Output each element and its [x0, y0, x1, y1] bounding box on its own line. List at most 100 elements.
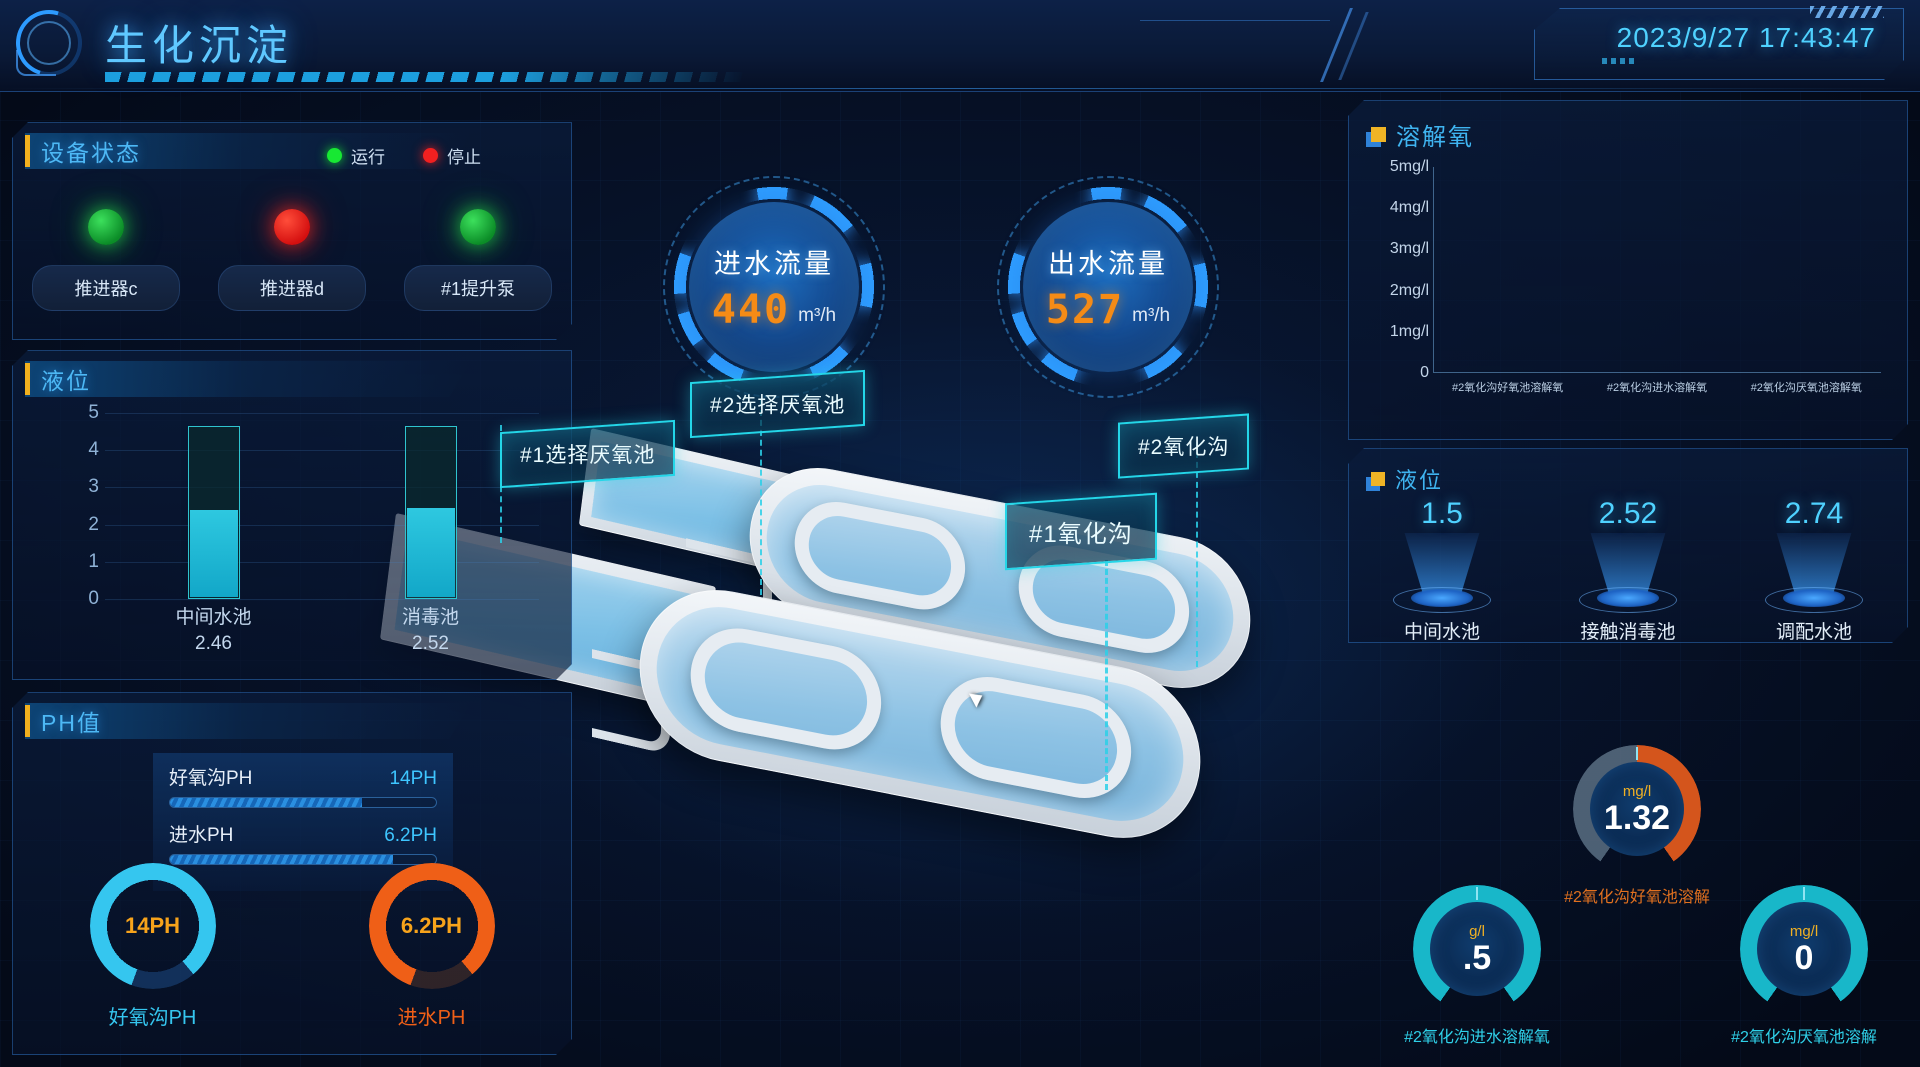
level-label-1: 消毒池 2.52	[401, 607, 459, 654]
do-x-label-1: #2氧化沟进水溶解氧	[1606, 382, 1708, 394]
do-gauge-value: 1.32	[1603, 799, 1671, 837]
page-title: 生化沉淀	[105, 22, 294, 69]
ph-item-name: 进水PH	[169, 825, 234, 846]
device-item-0[interactable]: 推进器c	[21, 209, 191, 311]
callout-anaerobic-2[interactable]: #2选择厌氧池	[690, 369, 866, 439]
gauge-value: 440	[711, 286, 791, 333]
stopped-dot-icon	[423, 148, 438, 163]
ph-progress-track	[169, 854, 437, 865]
legend-item-running: 运行	[327, 143, 385, 168]
callout-ditch-2[interactable]: #2氧化沟	[1118, 413, 1250, 479]
clock-hatch-decoration	[1810, 6, 1884, 18]
ph-gauge-0[interactable]: 14PH 好氧沟PH	[90, 863, 216, 1030]
do-gauge-value: 0	[1794, 939, 1814, 977]
inflow-gauge[interactable]: 进水流量 440 m³/h	[663, 176, 885, 398]
level-bar-chart: 5 4 3 2 1 0 中间	[69, 413, 539, 613]
ph-gauge-value: 6.2PH	[400, 913, 463, 938]
ph-gauge-1[interactable]: 6.2PH 进水PH	[369, 863, 495, 1030]
level-bar-1[interactable]	[405, 413, 457, 599]
gauge-tick-icon	[1476, 887, 1478, 900]
do-gauge-unit: mg/l	[1622, 783, 1652, 800]
ph-item-name: 好氧沟PH	[169, 768, 253, 789]
ph-gauges: 14PH 好氧沟PH 6.2PH 进水PH	[13, 863, 571, 1030]
right-level-header: 液位	[1371, 463, 1443, 495]
do-gauge-face-wrap: g/l .5	[1413, 885, 1541, 1013]
right-level-items: 1.5 中间水池 2.52 接触消毒池 2.74 调配水池	[1349, 497, 1907, 644]
do-gauge-value: .5	[1462, 939, 1492, 977]
level-bar-0[interactable]	[188, 413, 240, 599]
device-list: 推进器c 推进器d #1提升泵	[13, 209, 571, 311]
do-x-label-2: #2氧化沟厌氧池溶解氧	[1750, 382, 1862, 394]
level-cone-icon	[1573, 533, 1683, 609]
ph-progress-track	[169, 797, 437, 808]
device-item-2[interactable]: #1提升泵	[393, 209, 563, 311]
do-gauge-face-wrap: mg/l 0	[1740, 885, 1868, 1013]
do-y-axis: 5mg/l 4mg/l 3mg/l 2mg/l 1mg/l 0	[1389, 158, 1429, 381]
status-legend: 运行 停止	[327, 143, 481, 168]
level-bars	[105, 413, 539, 599]
gauge-tick-icon	[1636, 747, 1638, 760]
right-level-panel: 液位 1.5 中间水池 2.52 接触消毒池 2.74	[1348, 448, 1908, 643]
gauge-tick-icon	[1803, 887, 1805, 900]
do-gauge-face: mg/l 1.32	[1590, 762, 1684, 856]
do-gauge-unit: g/l	[1469, 923, 1485, 940]
leader-line-2	[760, 400, 762, 595]
square-marker-icon	[1371, 472, 1385, 486]
gauge-name: 出水流量	[1048, 248, 1168, 279]
do-gauge-anaerobic[interactable]: mg/l 0 #2氧化沟厌氧池溶解	[1731, 885, 1877, 1046]
right-level-item-0[interactable]: 1.5 中间水池	[1367, 497, 1517, 644]
do-gauge-face-wrap: mg/l 1.32	[1573, 745, 1701, 873]
ph-item-value: 6.2PH	[384, 825, 437, 846]
level-gridlines	[105, 413, 539, 599]
device-label[interactable]: 推进器d	[218, 265, 366, 311]
level-name: 接触消毒池	[1580, 622, 1676, 643]
do-gauge-inflow[interactable]: g/l .5 #2氧化沟进水溶解氧	[1404, 885, 1550, 1046]
ph-list: 好氧沟PH 14PH 进水PH 6.2PH	[153, 753, 453, 891]
ph-gauge-label: 好氧沟PH	[108, 1007, 197, 1029]
equipment-status-panel: 设备状态 运行 停止 推进器c 推进器d #1提升泵	[12, 122, 572, 340]
ph-panel: PH值 好氧沟PH 14PH 进水PH 6.2PH	[12, 692, 572, 1055]
ph-gauge-label: 进水PH	[397, 1007, 466, 1029]
level-name: 调配水池	[1775, 622, 1852, 643]
ph-gauge-value: 14PH	[124, 913, 181, 938]
gauge-name: 进水流量	[714, 248, 834, 279]
do-bar-chart: 5mg/l 4mg/l 3mg/l 2mg/l 1mg/l 0	[1371, 167, 1887, 417]
header-thin-line	[1140, 20, 1330, 21]
right-level-item-2[interactable]: 2.74 调配水池	[1739, 497, 1889, 644]
header-bar: 生化沉淀 2023/9/27 17:43:47	[0, 0, 1920, 92]
ph-item-value: 14PH	[389, 768, 437, 789]
outflow-gauge[interactable]: 出水流量 527 m³/h	[997, 176, 1219, 398]
do-panel-header: 溶解氧	[1371, 117, 1474, 152]
leader-line-3	[1105, 560, 1108, 790]
level-cone-icon	[1387, 533, 1497, 609]
device-label[interactable]: 推进器c	[32, 265, 180, 311]
legend-item-stopped: 停止	[423, 143, 481, 168]
title-dash-decoration	[105, 72, 745, 82]
status-lamp-icon	[88, 209, 124, 245]
device-item-1[interactable]: 推进器d	[207, 209, 377, 311]
header-dots-icon	[1602, 58, 1634, 64]
leader-line-4	[1196, 442, 1198, 667]
right-level-title: 液位	[1395, 468, 1444, 493]
gauge-face: 出水流量 527 m³/h	[1023, 202, 1193, 372]
right-level-item-1[interactable]: 2.52 接触消毒池	[1553, 497, 1703, 644]
level-label-0: 中间水池 2.46	[175, 607, 252, 654]
do-gauge-face: mg/l 0	[1757, 902, 1851, 996]
level-x-labels: 中间水池 2.46 消毒池 2.52	[105, 605, 539, 656]
level-value: 2.74	[1784, 497, 1844, 530]
do-x-label-0: #2氧化沟好氧池溶解氧	[1452, 382, 1564, 394]
level-value: 1.5	[1421, 497, 1463, 530]
do-gauge-aerobic[interactable]: mg/l 1.32 #2氧化沟好氧池溶解	[1564, 745, 1710, 906]
datetime-display: 2023/9/27 17:43:47	[1616, 22, 1876, 53]
equipment-status-title: 设备状态	[25, 133, 471, 169]
square-marker-icon	[1371, 127, 1386, 142]
callout-ditch-1[interactable]: #1氧化沟	[1005, 492, 1157, 571]
do-gauge-face: g/l .5	[1430, 902, 1524, 996]
device-label[interactable]: #1提升泵	[404, 265, 552, 311]
do-x-labels: #2氧化沟好氧池溶解氧 #2氧化沟进水溶解氧 #2氧化沟厌氧池溶解氧	[1433, 379, 1881, 395]
do-bars	[1434, 167, 1881, 372]
status-lamp-icon	[274, 209, 310, 245]
ph-gauge-ring	[90, 863, 216, 989]
circular-logo-icon	[4, 0, 94, 88]
